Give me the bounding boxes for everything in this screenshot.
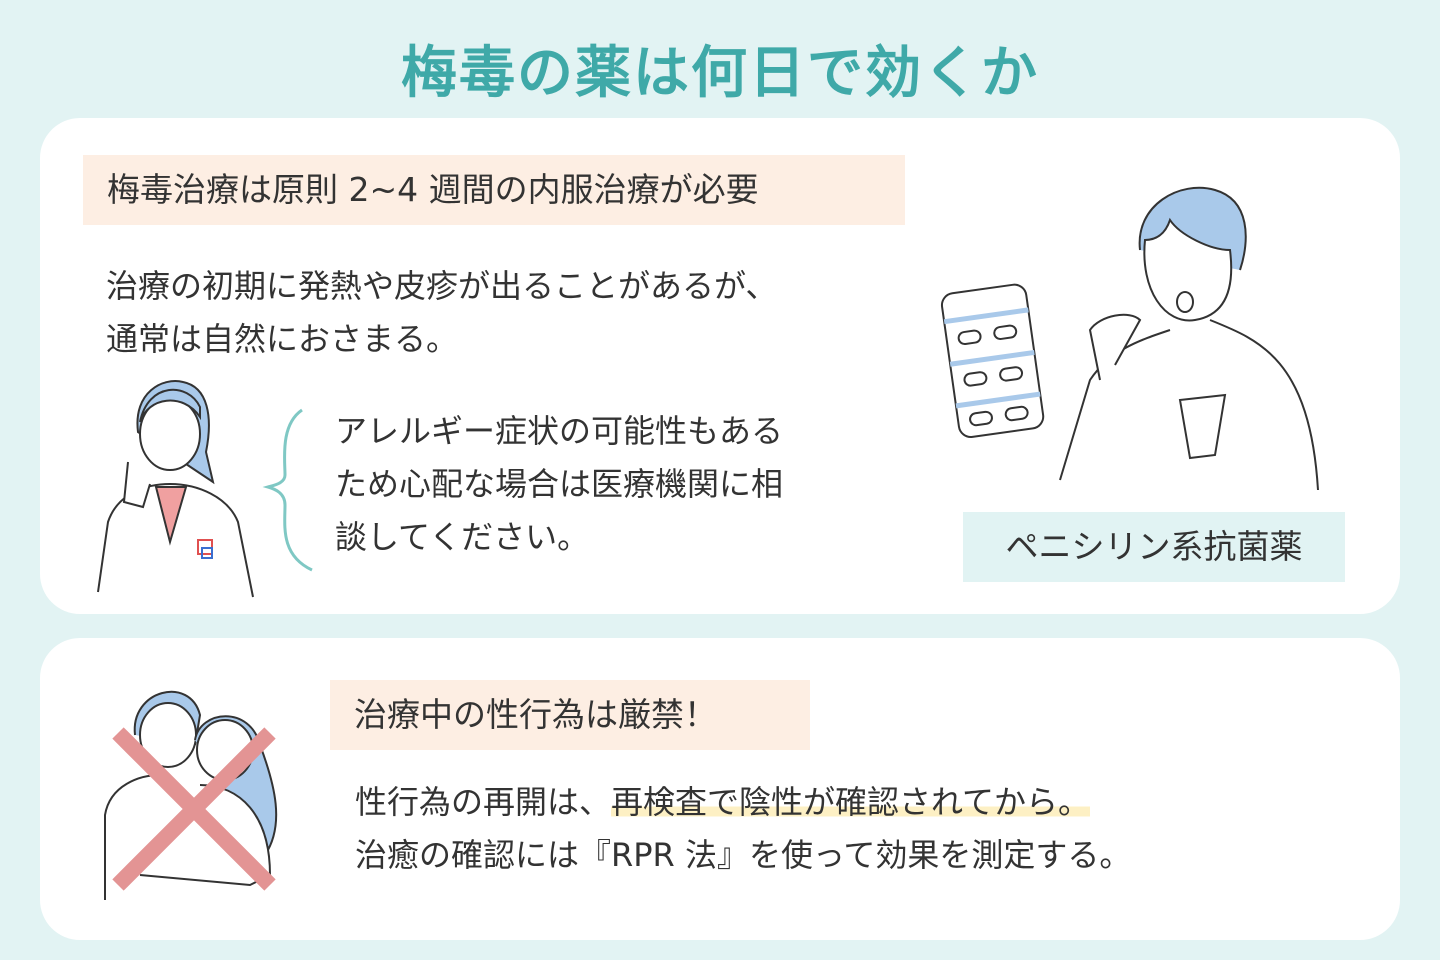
highlighted-condition: 再検査で陰性が確認されてから。 [611, 783, 1091, 821]
allergy-note-line: ため心配な場合は医療機関に相 [335, 465, 784, 503]
side-effect-text: 治療の初期に発熱や皮疹が出ることがあるが、 通常は自然におさまる。 [106, 260, 777, 366]
resumption-plain: 性行為の再開は、 [355, 783, 612, 821]
treatment-duration-label: 梅毒治療は原則 2~4 週間の内服治療が必要 [83, 155, 905, 225]
side-effect-line: 通常は自然におさまる。 [106, 320, 459, 358]
couple-prohibited-illustration [104, 690, 278, 900]
allergy-note-line: 談してください。 [335, 518, 590, 556]
resumption-line: 性行為の再開は、再検査で陰性が確認されてから。 [355, 776, 1131, 829]
medicine-label: ペニシリン系抗菌薬 [963, 512, 1345, 582]
prohibited-cross-icon [112, 727, 276, 891]
resumption-text: 性行為の再開は、再検査で陰性が確認されてから。 治癒の確認には『RPR 法』を使… [355, 776, 1131, 882]
allergy-note: アレルギー症状の可能性もある ため心配な場合は医療機関に相 談してください。 [335, 405, 783, 564]
brace-icon [262, 408, 313, 572]
sex-prohibited-label: 治療中の性行為は厳禁！ [330, 680, 810, 750]
doctor-illustration [97, 380, 254, 598]
allergy-note-line: アレルギー症状の可能性もある [335, 412, 784, 450]
patient-with-medicine-illustration [940, 186, 1319, 491]
rpr-test-line: 治癒の確認には『RPR 法』を使って効果を測定する。 [355, 836, 1132, 874]
side-effect-line: 治療の初期に発熱や皮疹が出ることがあるが、 [106, 267, 778, 305]
page-title: 梅毒の薬は何日で効くか [401, 41, 1039, 106]
